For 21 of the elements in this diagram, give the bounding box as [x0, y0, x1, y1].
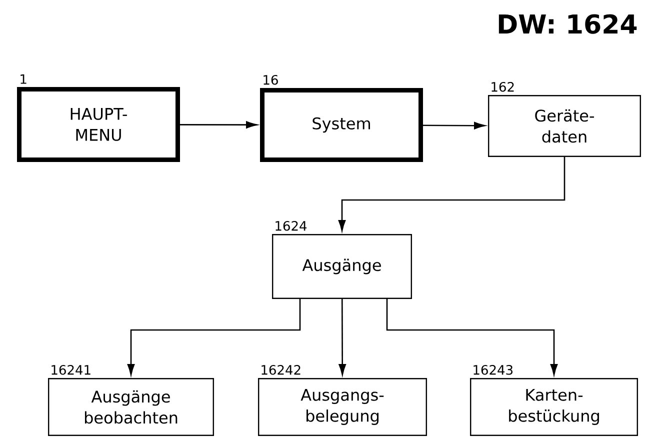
arrow: [423, 122, 486, 130]
menu-number: 162: [492, 82, 514, 92]
menu-box: Karten- bestückung: [470, 378, 638, 436]
menu-box: Ausgänge beobachten: [48, 378, 214, 436]
menu-box: HAUPT- MENU: [17, 87, 180, 162]
arrow: [127, 299, 301, 376]
menu-box: Ausgangs- belegung: [258, 378, 427, 436]
menu-number: 1624: [276, 220, 307, 231]
menu-number: 16241: [52, 364, 90, 375]
menu-number: 1: [20, 74, 26, 84]
menu-number: 16242: [262, 364, 300, 375]
arrow: [180, 121, 258, 128]
arrow: [338, 299, 346, 376]
menu-box: System: [260, 88, 423, 162]
arrow: [386, 299, 558, 376]
title: DW: 1624: [498, 14, 637, 34]
menu-number: 16243: [474, 364, 512, 375]
menu-number: 16: [264, 74, 278, 85]
menu-box: Ausgänge: [272, 234, 412, 299]
arrow: [338, 157, 566, 232]
menu-box: Geräte- daten: [488, 95, 641, 157]
